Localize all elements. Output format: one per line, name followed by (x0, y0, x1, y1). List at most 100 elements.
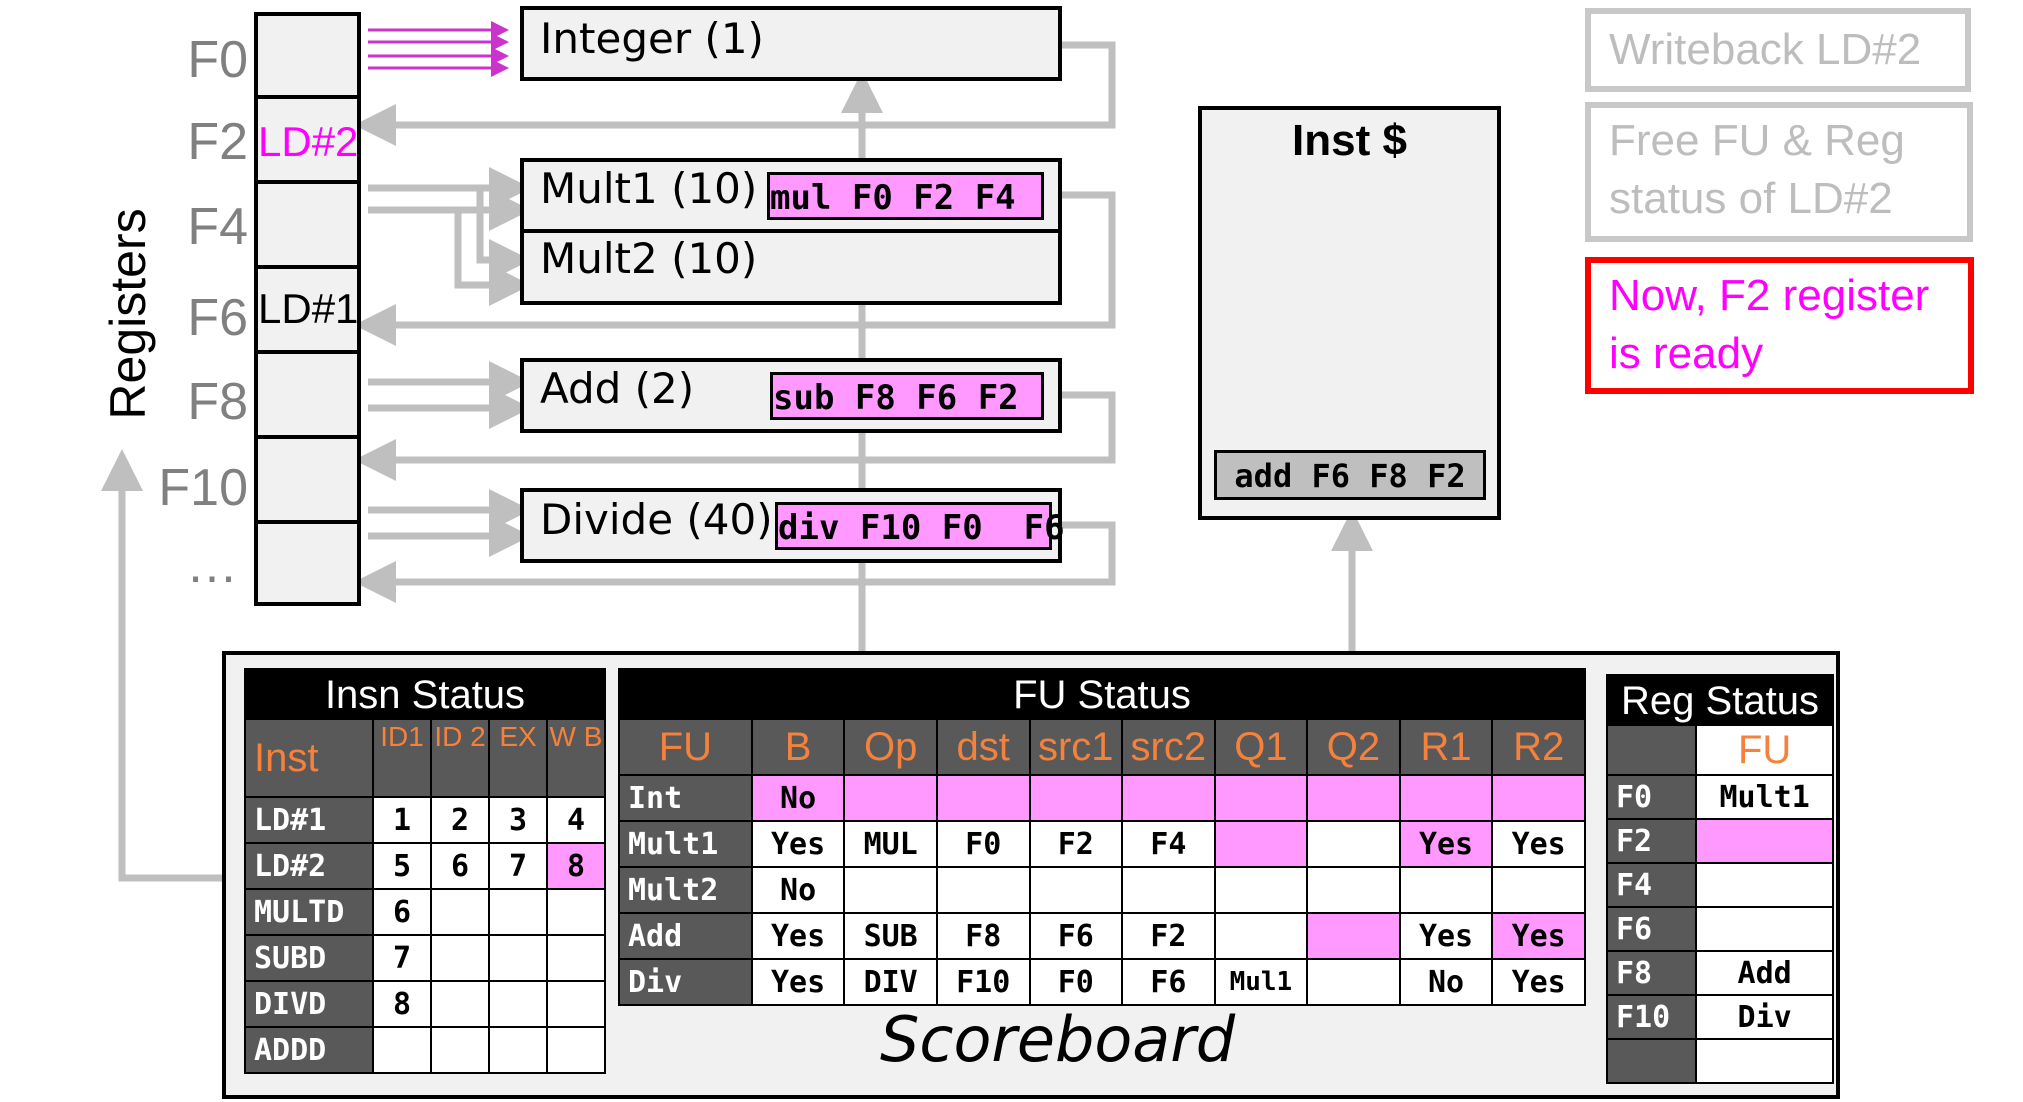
table-row: MULTD 6 (244, 888, 606, 936)
reg-row-name: F2 (1605, 818, 1698, 864)
insn-cell: 7 (372, 934, 432, 982)
fu-cell: F0 (935, 820, 1031, 868)
insn-cell (546, 888, 606, 936)
fu-cell (1306, 820, 1401, 868)
insn-name: LD#2 (244, 842, 374, 890)
fu-integer-name: Integer (1) (540, 14, 764, 63)
fu-cell (1306, 866, 1401, 914)
reg-row-name (1605, 1038, 1698, 1084)
insn-name: DIVD (244, 980, 374, 1028)
insn-cell (488, 1026, 548, 1074)
fu-header: Q2 (1306, 718, 1401, 776)
fu-header: Op (843, 718, 938, 776)
fu-mult-divider (520, 229, 1062, 233)
insn-name: ADDD (244, 1026, 374, 1074)
register-name: F8 (187, 373, 248, 431)
table-row: Add Yes SUB F8 F6 F2 Yes Yes (618, 912, 1586, 960)
note-f2-ready: Now, F2 register is ready (1585, 257, 1974, 394)
fu-cell: Yes (1398, 912, 1494, 960)
insn-cell (488, 934, 548, 982)
insn-cell (488, 980, 548, 1028)
insn-cell: 4 (546, 796, 606, 844)
fu-cell: F10 (935, 958, 1031, 1006)
fu-mult2-name: Mult2 (10) (540, 234, 758, 283)
reg-header: FU (1695, 724, 1834, 776)
fu-status-title: FU Status (618, 668, 1586, 718)
insn-cell: 6 (430, 842, 490, 890)
table-row: LD#2 5 6 7 8 (244, 842, 606, 890)
fu-header: dst (935, 718, 1031, 776)
fu-cell (1491, 866, 1586, 914)
fu-row-name: Add (618, 912, 753, 960)
insn-cell (546, 934, 606, 982)
table-row: DIVD 8 (244, 980, 606, 1028)
register-cell-f10 (254, 435, 361, 524)
register-cell-more (254, 520, 361, 606)
fu-cell: No (750, 866, 846, 914)
table-row: F6 (1605, 906, 1834, 952)
fu-cell: Yes (1398, 820, 1494, 868)
insn-cell (430, 1026, 490, 1074)
insn-cell: 7 (488, 842, 548, 890)
insn-cell: 1 (372, 796, 432, 844)
table-row: LD#1 1 2 3 4 (244, 796, 606, 844)
fu-cell: DIV (843, 958, 938, 1006)
table-row: F10 Div (1605, 994, 1834, 1040)
table-row (1605, 1038, 1834, 1084)
fu-cell (1398, 866, 1494, 914)
fu-cell (1398, 774, 1494, 822)
register-value-f6: LD#1 (258, 285, 359, 332)
fu-header: B (750, 718, 846, 776)
insn-header: ID1 (372, 718, 432, 798)
reg-status-title: Reg Status (1606, 674, 1834, 724)
fu-divide-name: Divide (40) (540, 495, 773, 544)
reg-cell: Mult1 (1695, 774, 1834, 820)
insn-cell (430, 888, 490, 936)
table-row: F8 Add (1605, 950, 1834, 996)
icache-title: Inst $ (1292, 116, 1407, 165)
insn-header: ID 2 (430, 718, 490, 798)
fu-cell (1306, 774, 1401, 822)
fu-cell: F0 (1028, 958, 1124, 1006)
insn-cell (546, 980, 606, 1028)
reg-header-blank (1605, 724, 1698, 776)
table-row: Mult1 Yes MUL F0 F2 F4 Yes Yes (618, 820, 1586, 868)
register-cell-f4 (254, 180, 361, 269)
table-row: SUBD 7 (244, 934, 606, 982)
register-name: F4 (187, 198, 248, 256)
icache-next-instruction: add F6 F8 F2 (1214, 450, 1486, 500)
fu-cell (1306, 958, 1401, 1006)
insn-cell (430, 980, 490, 1028)
fu-header: R2 (1491, 718, 1586, 776)
insn-cell (546, 1026, 606, 1074)
fu-row-name: Mult1 (618, 820, 753, 868)
note-free-fu: Free FU & Reg status of LD#2 (1585, 102, 1973, 242)
table-row: F0 Mult1 (1605, 774, 1834, 820)
fu-cell (1306, 912, 1401, 960)
reg-cell-highlight (1695, 818, 1834, 864)
reg-cell (1695, 862, 1834, 908)
fu-cell (1028, 866, 1124, 914)
fu-add-name: Add (2) (540, 364, 695, 413)
fu-cell (1213, 866, 1309, 914)
fu-header: src2 (1121, 718, 1216, 776)
fu-cell: SUB (843, 912, 938, 960)
register-name: F2 (187, 113, 248, 171)
fu-row-name: Div (618, 958, 753, 1006)
scoreboard-title: Scoreboard (880, 1003, 1236, 1076)
register-cell-f2 (254, 95, 361, 184)
reg-cell (1695, 906, 1834, 952)
table-row: FU (1605, 724, 1834, 776)
register-name: F0 (187, 31, 248, 89)
reg-cell: Div (1695, 994, 1834, 1040)
fu-cell (1213, 820, 1309, 868)
table-row: F2 (1605, 818, 1834, 864)
insn-cell (488, 888, 548, 936)
table-row: Inst ID1 ID 2 EX W B (244, 718, 606, 798)
fu-cell: MUL (843, 820, 938, 868)
insn-cell: 8 (372, 980, 432, 1028)
insn-cell (430, 934, 490, 982)
insn-cell (372, 1026, 432, 1074)
fu-cell: Yes (750, 820, 846, 868)
register-cell-f8 (254, 350, 361, 439)
